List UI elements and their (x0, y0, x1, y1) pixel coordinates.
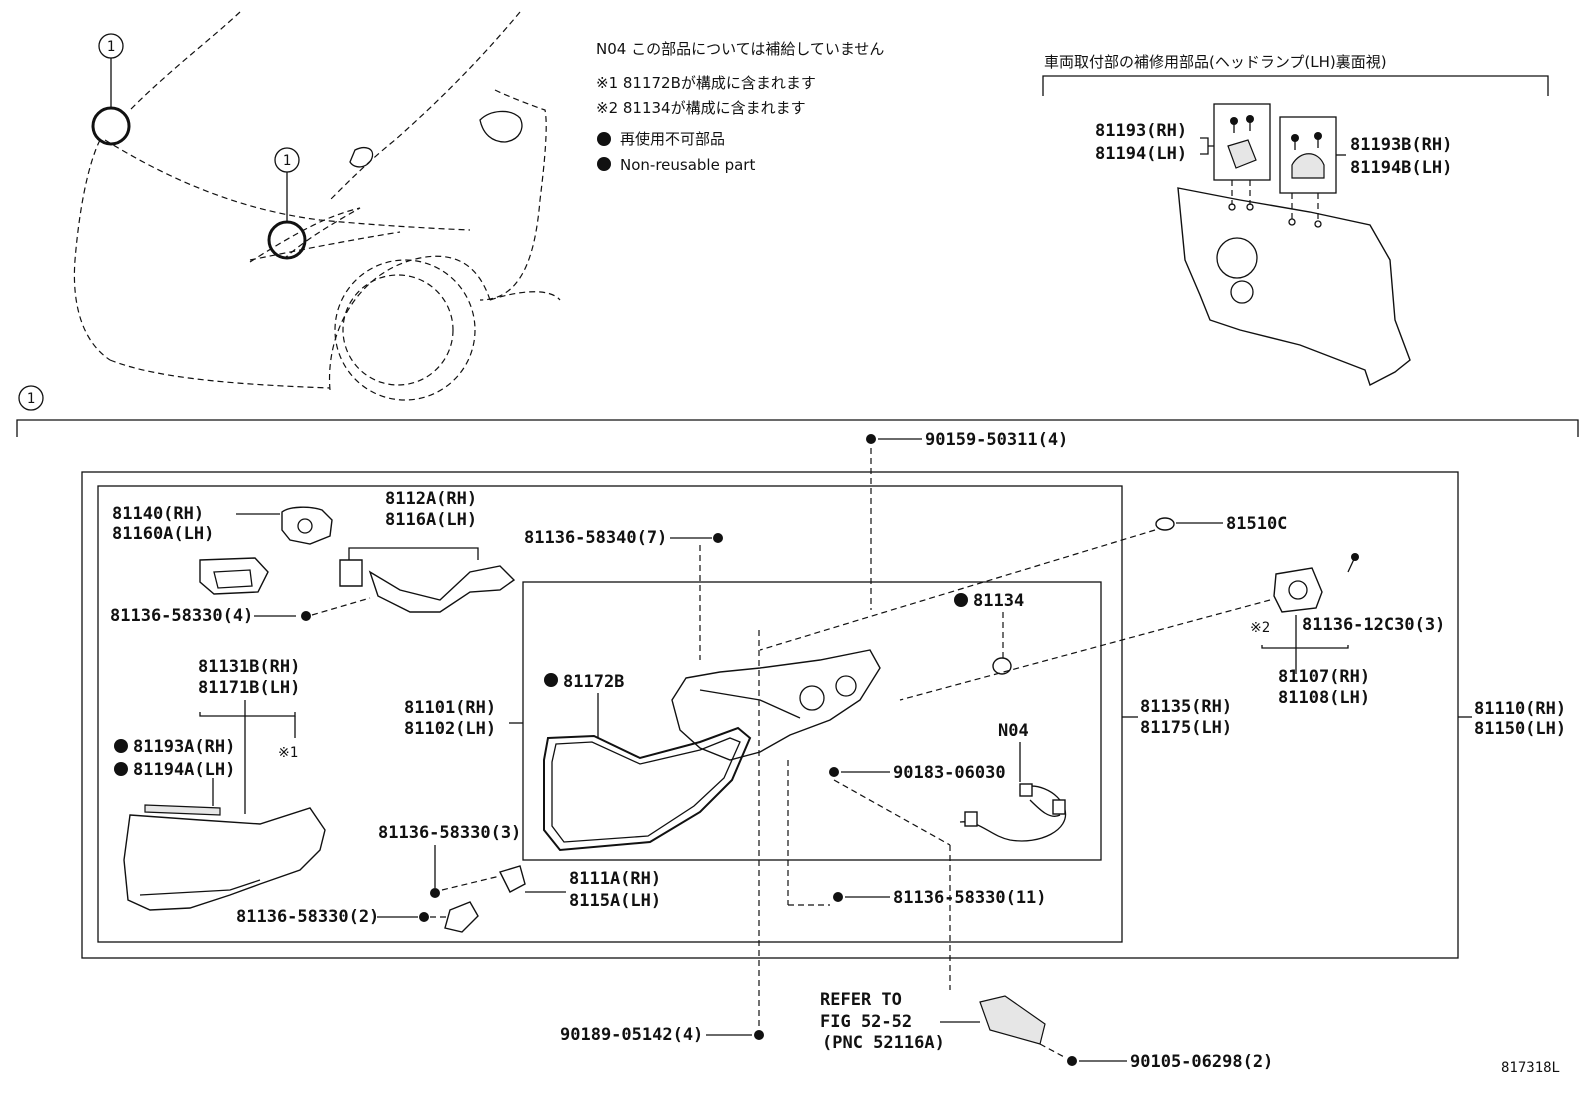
inset-repair-parts: 車両取付部の補修用部品(ヘッドランプ(LH)裏面視) 81193(RH) 811… (1042, 53, 1549, 386)
part-label: 81131B(RH) (198, 657, 300, 677)
part-label: 81136-58330(3) (378, 823, 521, 843)
part-label: 8111A(RH) (569, 869, 661, 889)
part-label: 81108(LH) (1278, 688, 1370, 708)
part-label: 1 (27, 391, 35, 407)
part-label: 81172B (563, 672, 624, 692)
bolt-90159: 90159-50311(4) (866, 430, 1068, 610)
screw-icon (1314, 132, 1322, 148)
part-label: 90189-05142(4) (560, 1025, 703, 1045)
note-nonreuse-en: Non-reusable part (620, 156, 755, 174)
part-label: 81160A(LH) (112, 524, 214, 544)
part-8112a: 8112A(RH) 8116A(LH) (339, 489, 516, 613)
bracket-8111a: 81136-58330(3) 8111A(RH) 8115A(LH) (378, 823, 661, 933)
housing-81101: 81101(RH) 81102(LH) (404, 698, 523, 739)
part-label: 81134 (973, 591, 1024, 611)
part-label: 81140(RH) (112, 504, 204, 524)
screw-81136-58330-4: 81136-58330(4) (110, 597, 371, 626)
part-label: 81194A(LH) (133, 760, 235, 780)
part-label: 81136-58340(7) (524, 528, 667, 548)
part-label: 81193A(RH) (133, 737, 235, 757)
refer-fig-52-52: REFER TO FIG 52-52 (PNC 52116A) 90105-06… (820, 990, 1273, 1072)
non-reusable-bullet-icon (114, 739, 128, 753)
vehicle-outline (73, 11, 561, 401)
marker-circle-1a: 1 (98, 33, 124, 59)
part-label: 1 (107, 39, 115, 55)
note-n04: N04 この部品については補給していません (596, 40, 884, 58)
marker-circle-1c: 1 (18, 385, 44, 411)
screw-icon (1246, 115, 1254, 131)
non-reusable-bullet-icon (954, 593, 968, 607)
part-label: 8112A(RH) (385, 489, 477, 509)
housing-81135: 81135(RH) 81175(LH) (1122, 697, 1232, 738)
inner-assembly-box (97, 485, 1123, 943)
non-reusable-bullet-icon (544, 673, 558, 687)
outer-assembly-box (81, 471, 1459, 959)
part-label: FIG 52-52 (820, 1012, 912, 1032)
part-81134: 81134 (954, 591, 1024, 675)
part-label: 81171B(LH) (198, 678, 300, 698)
part-label: 90183-06030 (893, 763, 1006, 783)
bulb-81510c: 81510C (759, 514, 1287, 651)
part-label: 81136-12C30(3) (1302, 615, 1445, 635)
part-81107: ※2 81136-12C30(3) 81107(RH) 81108(LH) (899, 553, 1445, 708)
part-label: 81194(LH) (1095, 144, 1187, 164)
screw-81136-58330-11: 81136-58330(11) (787, 760, 1047, 908)
marker-circle-1b: 1 (274, 147, 300, 173)
part-label: 81110(RH) (1474, 699, 1566, 719)
note-ref2: ※2 81134が構成に含まれます (596, 99, 806, 117)
non-reusable-bullet-icon (597, 157, 611, 171)
note-nonreuse-jp: 再使用不可部品 (620, 130, 725, 148)
part-label: (PNC 52116A) (822, 1033, 945, 1053)
part-label: 81150(LH) (1474, 719, 1566, 739)
inset-title: 車両取付部の補修用部品(ヘッドランプ(LH)裏面視) (1044, 53, 1387, 71)
part-label: ※2 (1250, 620, 1270, 636)
part-label: 81193B(RH) (1350, 135, 1452, 155)
part-label: N04 (998, 721, 1029, 741)
part-label: 90105-06298(2) (1130, 1052, 1273, 1072)
part-label: 81102(LH) (404, 719, 496, 739)
part-label: 8116A(LH) (385, 510, 477, 530)
screw-icon (1291, 134, 1299, 150)
screw-81136-58330-2: 81136-58330(2) (236, 907, 446, 927)
part-label: 81193(RH) (1095, 121, 1187, 141)
nut-90183: 90183-06030 (829, 763, 1006, 990)
housing-box (522, 581, 1102, 861)
part-label: 8115A(LH) (569, 891, 661, 911)
part-label: ※1 (278, 745, 298, 761)
harness-n04: N04 (959, 721, 1067, 842)
part-label: 81136-58330(11) (893, 888, 1047, 908)
part-label: 81510C (1226, 514, 1287, 534)
non-reusable-bullet-icon (114, 762, 128, 776)
part-label: 90159-50311(4) (925, 430, 1068, 450)
part-label: 81175(LH) (1140, 718, 1232, 738)
part-label: 81101(RH) (404, 698, 496, 718)
screw-icon (1347, 553, 1359, 573)
part-81140: 81140(RH) 81160A(LH) (112, 504, 333, 595)
headlamp-housing-drawing: 81172B (543, 649, 881, 852)
lens-81131b: 81131B(RH) 81171B(LH) ※1 81193A(RH) 8119… (114, 657, 326, 911)
assembly-bracket (16, 419, 1579, 437)
figure-id: 817318L (1501, 1060, 1560, 1076)
non-reusable-bullet-icon (597, 132, 611, 146)
part-label: 81135(RH) (1140, 697, 1232, 717)
part-label: REFER TO (820, 990, 902, 1010)
part-label: 81136-58330(4) (110, 606, 253, 626)
part-label: 81136-58330(2) (236, 907, 379, 927)
part-label: 81107(RH) (1278, 667, 1370, 687)
part-label: 1 (283, 153, 291, 169)
screw-81136-58340: 81136-58340(7) (524, 528, 723, 660)
assembly-81110: 81110(RH) 81150(LH) (1458, 699, 1566, 739)
nut-90189: 90189-05142(4) (560, 630, 764, 1045)
note-ref1: ※1 81172Bが構成に含まれます (596, 74, 816, 92)
notes-block: N04 この部品については補給していません ※1 81172Bが構成に含まれます… (596, 40, 884, 174)
part-label: 81194B(LH) (1350, 158, 1452, 178)
screw-icon (1230, 117, 1238, 133)
